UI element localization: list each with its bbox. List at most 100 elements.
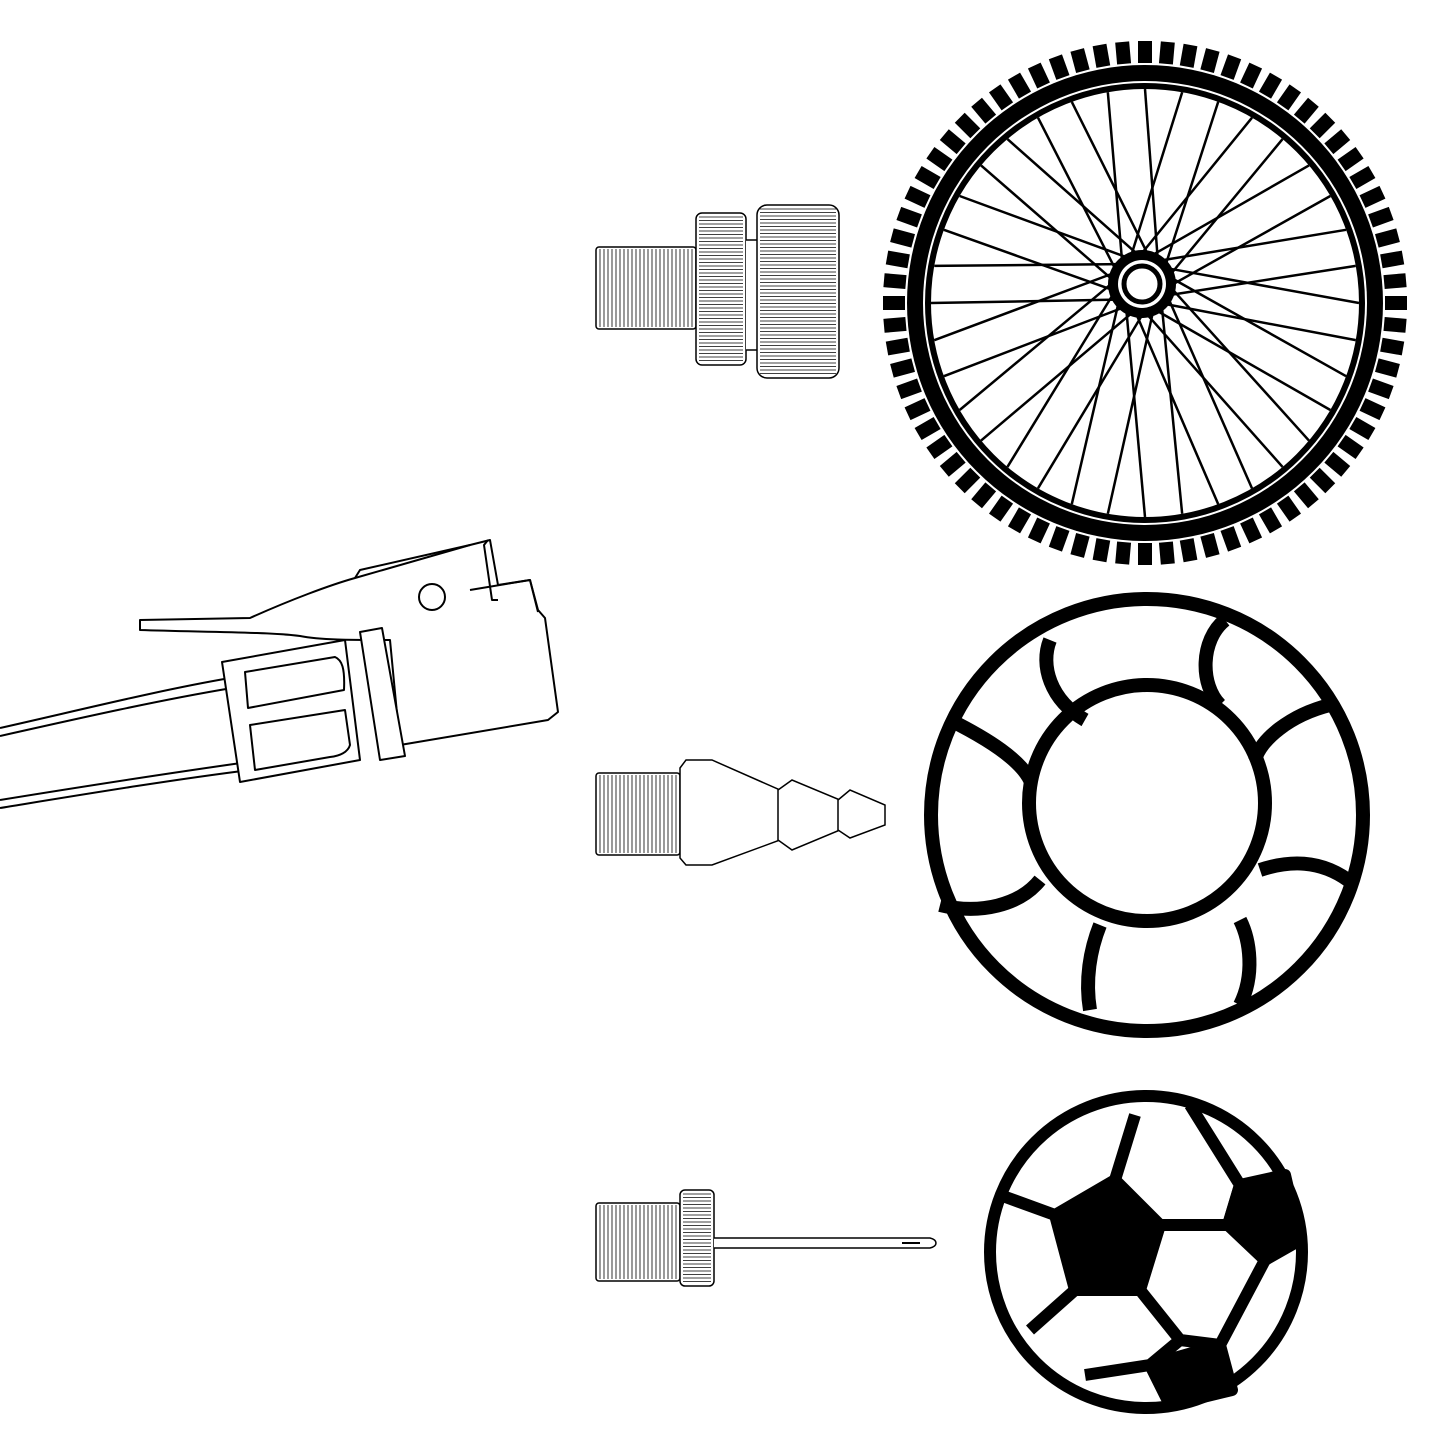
tire-knob [885, 250, 910, 269]
tire-knob [1115, 541, 1132, 565]
spoke [1170, 276, 1347, 378]
spoke [1169, 264, 1356, 297]
spoke [1070, 302, 1120, 505]
tire-knob [1158, 541, 1175, 565]
tire-knob [1048, 54, 1070, 80]
cone-nozzle-adapter-icon [595, 759, 886, 866]
tire-knob [1383, 273, 1407, 290]
tire-knob [1027, 517, 1050, 544]
tire-knob [1007, 72, 1032, 99]
tire-knob [896, 378, 922, 400]
ball-needle-adapter-icon [595, 1189, 937, 1287]
tire-knob [954, 112, 981, 139]
spoke [1070, 101, 1150, 256]
spoke [1164, 302, 1356, 342]
tire-knob [1092, 538, 1111, 563]
tire-knob [1138, 543, 1152, 565]
bicycle-wheel-icon [883, 41, 1407, 565]
tire-knob [1324, 129, 1351, 155]
tire-knob [904, 398, 931, 421]
presta-valve-adapter-icon [595, 204, 840, 379]
tire-knob [1349, 416, 1376, 441]
spoke [1169, 138, 1284, 276]
tire-knob [1179, 43, 1198, 68]
spoke [1036, 313, 1144, 489]
spoke [959, 194, 1129, 259]
spoke [1160, 228, 1347, 262]
spoke [1006, 292, 1115, 468]
spoke [1171, 194, 1331, 286]
tire-knob [1368, 378, 1394, 400]
tire-knob [1359, 398, 1386, 421]
pump-nozzle-clamp-icon [0, 539, 559, 809]
tire-knob [1309, 112, 1336, 139]
tire-knob [1070, 48, 1090, 73]
tire-knob [1276, 84, 1302, 111]
tire-knob [1158, 41, 1175, 65]
tire-knob [1258, 507, 1283, 534]
spoke [980, 311, 1134, 442]
tire-knob [1368, 206, 1394, 228]
tire-knob [885, 337, 910, 356]
tire-knob [1349, 165, 1376, 190]
spoke [1134, 312, 1220, 505]
spoke [1129, 91, 1184, 257]
tire-knob [971, 482, 997, 509]
spoke [1140, 116, 1253, 255]
tire-knob [1385, 296, 1407, 310]
spoke [1160, 306, 1184, 514]
tire-knob [904, 185, 931, 208]
tire-knob [890, 358, 915, 378]
spoke [943, 228, 1114, 292]
spoke [1167, 267, 1360, 305]
tire-knob [1048, 526, 1070, 552]
tire-knob [1324, 451, 1351, 477]
tire-knob [988, 84, 1014, 111]
tire-knob [1115, 41, 1132, 65]
spoke [1170, 287, 1310, 442]
tire-knob [1200, 48, 1220, 73]
tire-knob [1383, 316, 1407, 333]
spoke [1106, 311, 1155, 515]
tire-knob [1179, 538, 1198, 563]
tire-knob [883, 316, 907, 333]
tire-knob [1200, 533, 1220, 558]
tire-knob [1092, 43, 1111, 68]
tire-knob [926, 146, 953, 172]
tire-knob [1375, 358, 1400, 378]
tire-knob [1293, 97, 1319, 124]
tire-knob [1337, 146, 1364, 172]
spoke [980, 164, 1114, 281]
tire-knob [1380, 337, 1405, 356]
spoke [1150, 164, 1310, 257]
tire-knob [914, 416, 941, 441]
tire-knob [971, 97, 997, 124]
tire-knob [1309, 467, 1336, 494]
spoke [930, 298, 1117, 305]
spoke [958, 282, 1113, 411]
rim [925, 83, 1365, 523]
spoke [1164, 101, 1220, 266]
tire-knob [1258, 72, 1283, 99]
tire-knob [914, 165, 941, 190]
tire-knob [1240, 517, 1263, 544]
tire-knob [1276, 495, 1302, 522]
spoke [1125, 309, 1147, 518]
spoke [943, 306, 1124, 378]
tire-knob [1220, 54, 1242, 80]
inflatable-ring-icon [924, 592, 1370, 1038]
tire-knob [1007, 507, 1032, 534]
tire-knob [926, 434, 953, 460]
spoke [1145, 312, 1284, 468]
tire-knob [890, 228, 915, 248]
tire-knob [1359, 185, 1386, 208]
tire-knob [883, 273, 907, 290]
tire-knob [1027, 62, 1050, 89]
tire-knob [939, 451, 966, 477]
tire-knob [939, 129, 966, 155]
tire-knob [1293, 482, 1319, 509]
tire-knob [1070, 533, 1090, 558]
spoke [1036, 117, 1117, 271]
spoke [934, 262, 1120, 268]
